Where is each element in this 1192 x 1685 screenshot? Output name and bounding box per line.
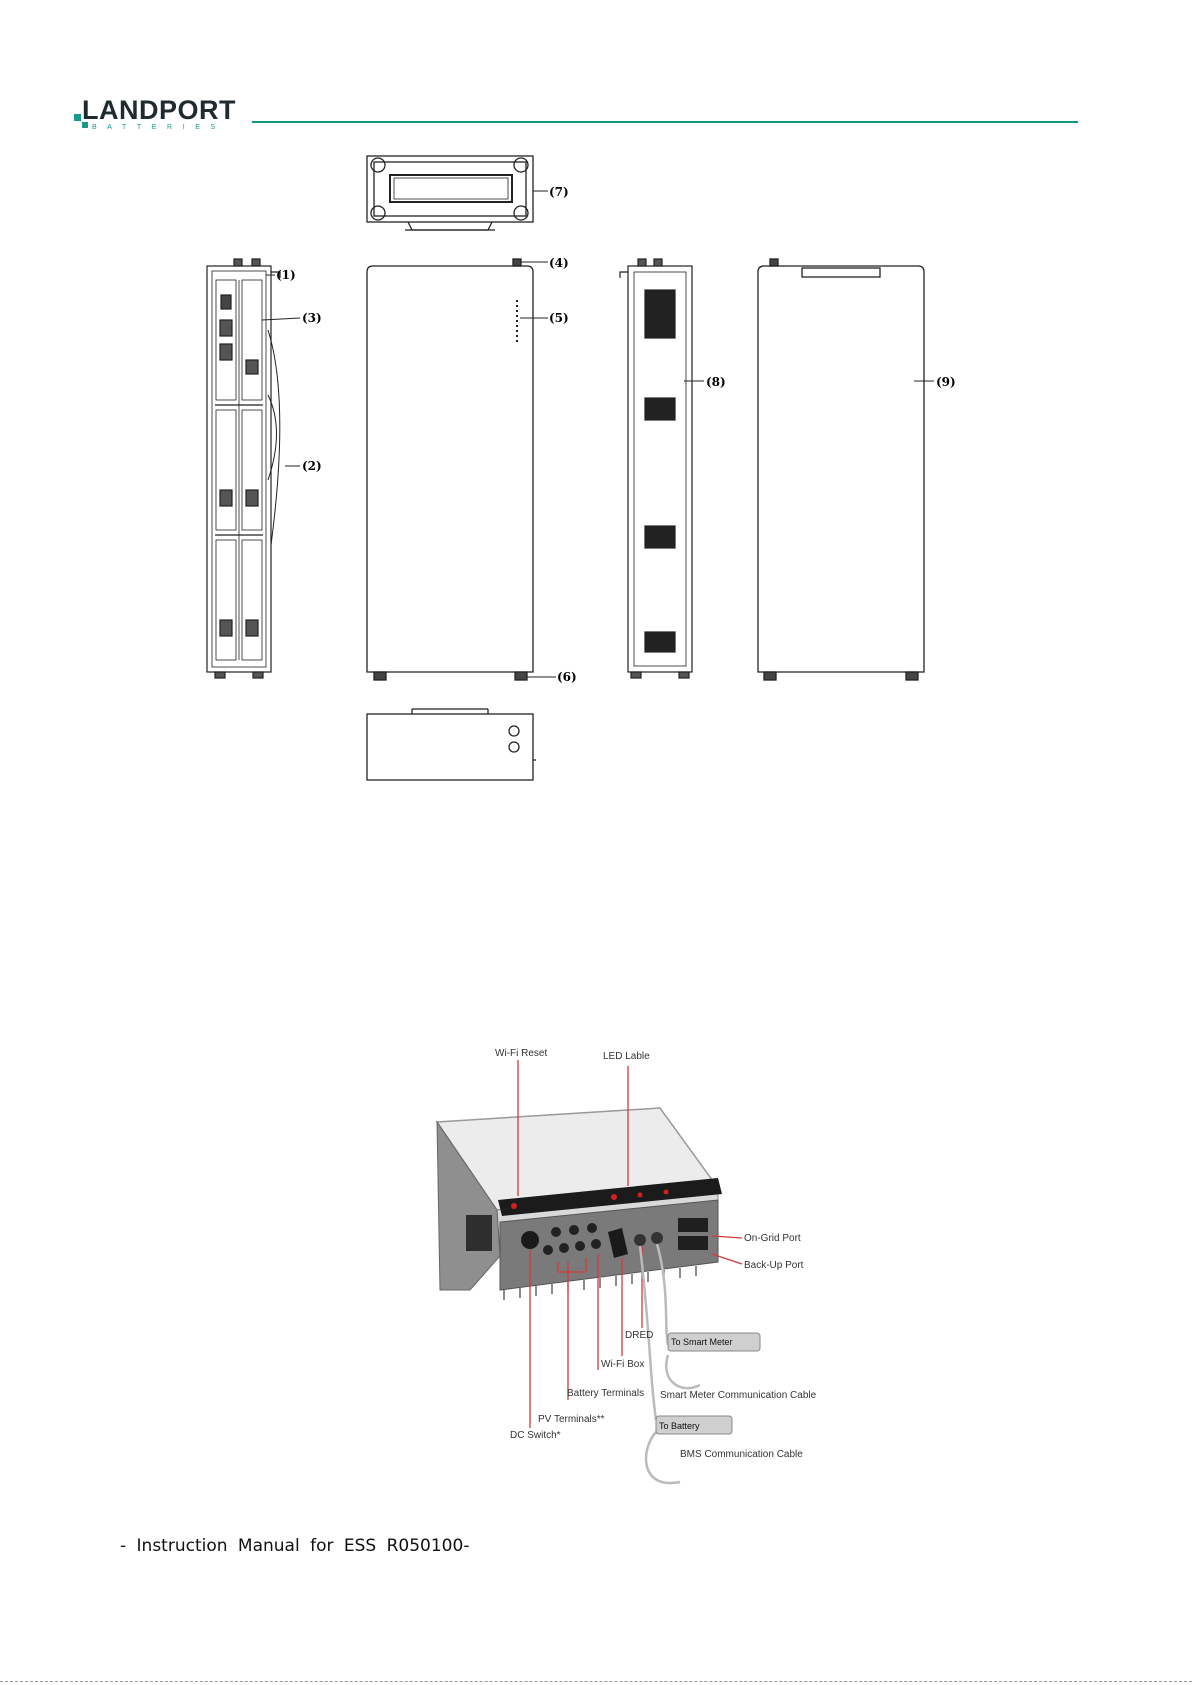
- battery-front-open-view: [207, 259, 280, 678]
- callout-5: (5): [549, 311, 569, 325]
- battery-side-view: [620, 259, 692, 678]
- callout-1: (1): [276, 268, 296, 282]
- battery-callout-leaders: [262, 191, 934, 677]
- callout-3: (3): [302, 311, 322, 325]
- page-bottom-rule: [0, 1681, 1192, 1682]
- technical-drawings: (7) (1) (3) (2) (4) (5) (6) (8) (9): [0, 0, 1192, 1520]
- battery-top-view: [367, 156, 533, 230]
- callout-6: (6): [557, 670, 577, 684]
- tag-to-smart-meter: To Smart Meter: [671, 1337, 733, 1347]
- callout-2: (2): [302, 459, 322, 473]
- callout-8: (8): [706, 375, 726, 389]
- tag-to-battery: To Battery: [659, 1421, 700, 1431]
- inverter-cables: [640, 1244, 700, 1483]
- label-smart-meter-cable: Smart Meter Communication Cable: [660, 1390, 817, 1401]
- cable-tags: [656, 1333, 760, 1434]
- footer-manual-title: - Instruction Manual for ESS R050100-: [120, 1536, 469, 1556]
- battery-front-closed-view: [367, 259, 533, 680]
- label-dred: DRED: [625, 1330, 653, 1341]
- inverter-illustration: [437, 1108, 722, 1300]
- callout-4: (4): [549, 256, 569, 270]
- label-wifi-box: Wi-Fi Box: [601, 1359, 644, 1370]
- battery-callouts: (7) (1) (3) (2) (4) (5) (6) (8) (9): [276, 185, 956, 684]
- label-led-lable: LED Lable: [603, 1051, 650, 1062]
- label-pv-terminals: PV Terminals**: [538, 1414, 605, 1425]
- battery-bottom-view: [367, 709, 536, 780]
- callout-7: (7): [549, 185, 569, 199]
- label-back-up-port: Back-Up Port: [744, 1260, 804, 1271]
- callout-9: (9): [936, 375, 956, 389]
- label-bms-cable: BMS Communication Cable: [680, 1449, 803, 1460]
- label-wifi-reset: Wi-Fi Reset: [495, 1048, 547, 1059]
- label-battery-terminals: Battery Terminals: [567, 1388, 644, 1399]
- label-dc-switch: DC Switch*: [510, 1430, 561, 1441]
- battery-rear-view: [758, 259, 924, 680]
- label-on-grid-port: On-Grid Port: [744, 1233, 801, 1244]
